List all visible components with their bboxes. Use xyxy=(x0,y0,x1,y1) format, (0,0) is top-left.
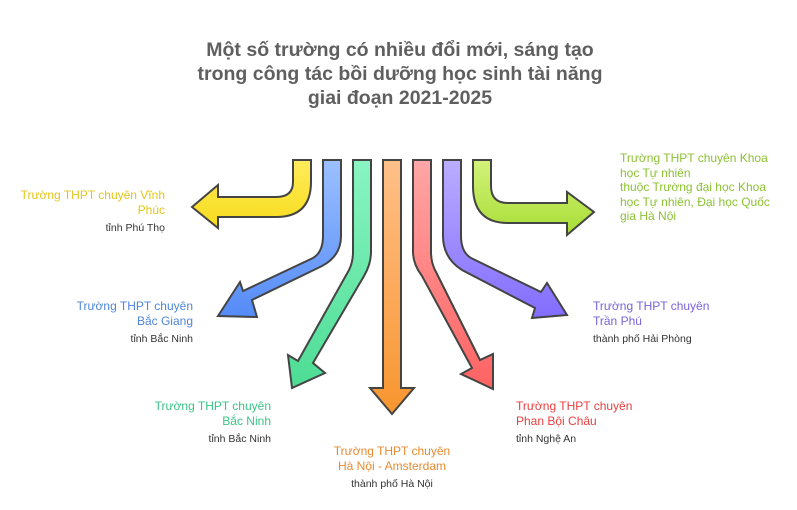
diagram-title: Một số trường có nhiều đổi mới, sáng tạo… xyxy=(150,38,650,110)
school-name-line: Trường THPT chuyên Vĩnh xyxy=(20,188,165,202)
school-name: Trường THPT chuyên Hà Nội - Amsterdam xyxy=(312,444,472,473)
school-name-line: Bắc Ninh xyxy=(222,413,271,428)
arrow-ha-noi-amsterdam xyxy=(367,159,417,416)
school-name-line: Hà Nội - Amsterdam xyxy=(337,458,447,473)
school-name-line: Trường THPT chuyên xyxy=(593,299,710,313)
school-name-line: Bắc Giang xyxy=(136,313,193,328)
school-tran-phu: Trường THPT chuyên Trần Phú thành phố Hả… xyxy=(593,299,753,347)
title-line-2: trong công tác bồi dưỡng học sinh tài nă… xyxy=(197,63,603,85)
school-name-line: học Tự nhiên xyxy=(620,165,691,180)
school-location: thành phố Hải Phòng xyxy=(593,333,692,345)
school-bac-ninh: Trường THPT chuyên Bắc Ninh tỉnh Bắc Nin… xyxy=(118,399,271,447)
school-name-line: gia Hà Nội xyxy=(620,209,677,223)
school-name: Trường THPT chuyên Vĩnh Phúc xyxy=(10,188,165,217)
arrow-bac-ninh xyxy=(286,159,372,390)
school-khtn: Trường THPT chuyên Khoa học Tự nhiên thu… xyxy=(620,151,795,224)
arrow-tran-phu xyxy=(442,159,569,320)
school-name-line: Trường THPT chuyên xyxy=(76,299,193,313)
arrow-phan-boi-chau xyxy=(412,159,494,391)
school-name-line: Phan Bội Châu xyxy=(516,413,597,428)
school-name-line: Trường THPT chuyên xyxy=(154,399,271,413)
school-name: Trường THPT chuyên Bắc Giang xyxy=(40,299,193,328)
school-location: tỉnh Bắc Ninh xyxy=(208,433,271,445)
school-name-line: Trường THPT chuyên xyxy=(516,399,633,413)
school-name-line: Trường THPT chuyên Khoa xyxy=(620,151,768,165)
arrow-bac-giang xyxy=(216,159,342,319)
school-location: thành phố Hà Nội xyxy=(351,478,433,490)
school-name-line: Phúc xyxy=(137,202,165,217)
school-location: tỉnh Bắc Ninh xyxy=(130,333,193,345)
school-name-line: Trường THPT chuyên xyxy=(333,444,451,458)
school-location: tỉnh Phú Thọ xyxy=(105,222,165,234)
arrow-vinh-phuc xyxy=(190,159,312,231)
title-line-1: Một số trường có nhiều đổi mới, sáng tạo xyxy=(206,39,594,61)
school-name-line: thuộc Trường đại học Khoa xyxy=(620,180,766,194)
school-phan-boi-chau: Trường THPT chuyên Phan Bội Châu tỉnh Ng… xyxy=(516,399,676,447)
school-location: tỉnh Nghệ An xyxy=(516,433,577,445)
school-bac-giang: Trường THPT chuyên Bắc Giang tỉnh Bắc Ni… xyxy=(40,299,193,347)
school-name: Trường THPT chuyên Khoa học Tự nhiên thu… xyxy=(620,151,795,224)
school-ha-noi-amsterdam: Trường THPT chuyên Hà Nội - Amsterdam th… xyxy=(312,444,472,492)
arrow-khtn xyxy=(472,159,596,238)
title-line-3: giai đoạn 2021-2025 xyxy=(307,87,493,109)
school-name-line: Trần Phú xyxy=(593,313,642,328)
school-vinh-phuc: Trường THPT chuyên Vĩnh Phúc tỉnh Phú Th… xyxy=(10,188,165,236)
school-name: Trường THPT chuyên Trần Phú xyxy=(593,299,753,328)
school-name: Trường THPT chuyên Phan Bội Châu xyxy=(516,399,676,428)
school-name-line: học Tự nhiên, Đại học Quốc xyxy=(620,194,770,209)
school-name: Trường THPT chuyên Bắc Ninh xyxy=(118,399,271,428)
